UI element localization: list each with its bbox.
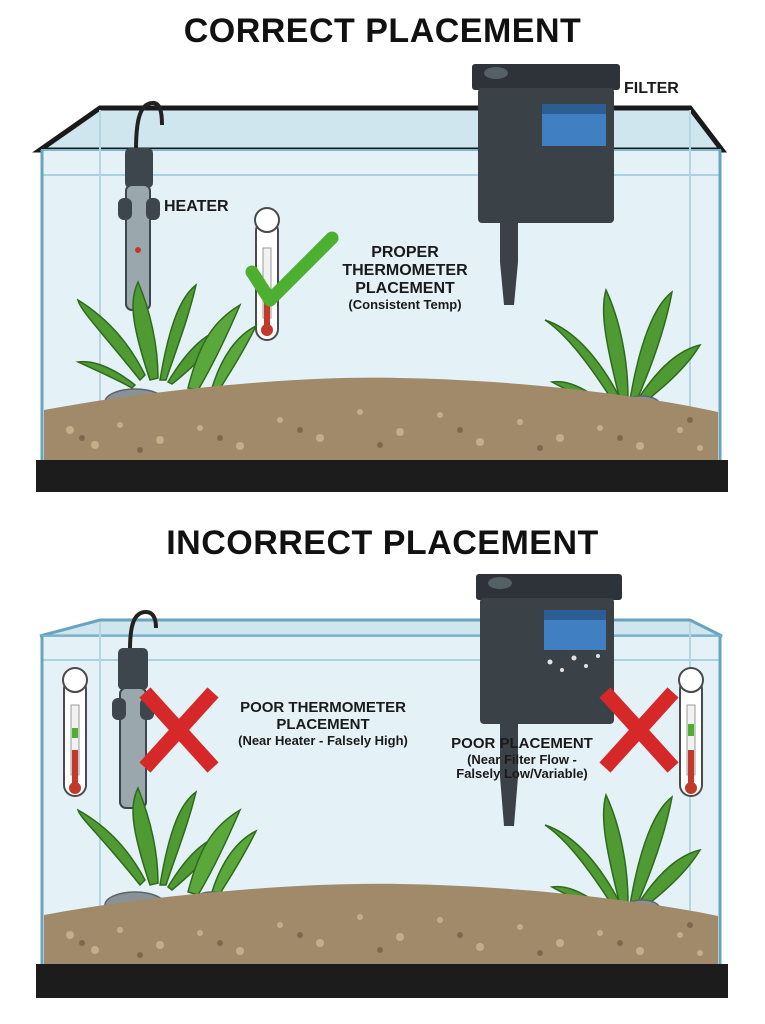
tank-base — [36, 460, 728, 492]
filter-warning-label: POOR PLACEMENT (Near Filter Flow - False… — [434, 736, 610, 782]
heater-label: HEATER — [164, 198, 229, 216]
label-note-2: Falsely Low/Variable) — [434, 767, 610, 782]
label-line-2: THERMOMETER — [342, 262, 467, 279]
proper-thermometer-label: PROPER THERMOMETER PLACEMENT (Consistent… — [330, 244, 480, 312]
tank-base — [36, 964, 728, 998]
label-line-3: PLACEMENT — [355, 280, 455, 297]
heater-warning-label: POOR THERMOMETER PLACEMENT (Near Heater … — [218, 700, 428, 748]
correct-placement-panel: CORRECT PLACEMENT — [0, 0, 765, 500]
label-line-1: POOR THERMOMETER — [240, 699, 406, 716]
label-note: (Near Heater - Falsely High) — [218, 734, 428, 749]
tank-back-rim — [40, 620, 722, 636]
tank-back-rim — [40, 108, 722, 150]
label-note-1: (Near Filter Flow - — [434, 753, 610, 768]
thermometer-near-heater — [63, 668, 87, 796]
label-line-2: PLACEMENT — [276, 716, 369, 733]
label-note: (Consistent Temp) — [330, 298, 480, 313]
label-line-1: PROPER — [371, 244, 439, 261]
thermometer-near-filter — [679, 668, 703, 796]
incorrect-aquarium-illustration — [0, 500, 765, 1024]
incorrect-placement-panel: INCORRECT PLACEMENT — [0, 500, 765, 1024]
label-line-1: POOR PLACEMENT — [451, 735, 593, 752]
filter-label: FILTER — [624, 80, 679, 98]
